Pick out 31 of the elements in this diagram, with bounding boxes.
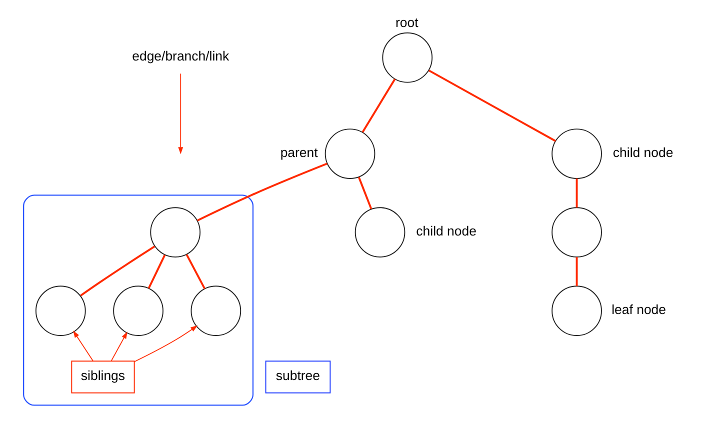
connector (428, 70, 556, 142)
node-circle (113, 286, 164, 336)
node-circle (552, 207, 602, 258)
connector (576, 178, 578, 208)
node-text: edge/branch/link (132, 48, 230, 64)
node-label: parent (280, 144, 318, 160)
node-label: root (395, 15, 418, 30)
arrow (134, 325, 198, 362)
node-circle (354, 207, 406, 258)
node-circle (382, 32, 433, 83)
node-box: subtree (265, 360, 331, 394)
node-circle (150, 207, 201, 258)
connector (358, 176, 372, 210)
node-circle (552, 128, 602, 179)
connector (362, 78, 396, 133)
connector (576, 257, 578, 286)
connector (148, 254, 166, 289)
arrow (73, 330, 94, 362)
connector (186, 254, 206, 290)
node-label: leaf node (612, 302, 666, 317)
node-box: siblings (71, 360, 135, 394)
cluster (23, 194, 254, 406)
node-circle (552, 286, 602, 336)
connector (197, 162, 328, 222)
node-label: child node (612, 144, 674, 160)
arrow (178, 73, 184, 154)
node-circle (324, 128, 376, 179)
node-label: child node (416, 223, 476, 238)
node-circle (35, 286, 86, 336)
connector (80, 246, 156, 296)
arrow (110, 332, 128, 362)
